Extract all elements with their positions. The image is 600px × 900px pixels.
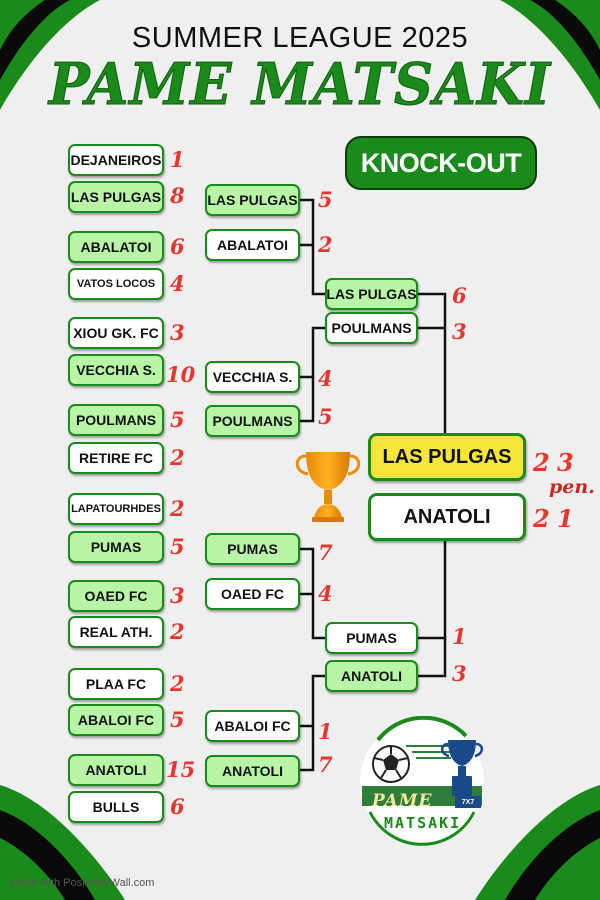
r2-team-3: VECCHIA S. [205, 361, 300, 393]
r1-team-7: POULMANS [68, 404, 164, 436]
r1-team-14: ABALOI FC [68, 704, 164, 736]
sf-score-4: 3 [452, 661, 467, 686]
logo-7x7-badge: 7X7 [455, 796, 481, 808]
r2-score-5: 7 [318, 540, 333, 565]
r1-score-9: 2 [170, 496, 185, 521]
r1-team-12: REAL ATH. [68, 616, 164, 648]
league-subtitle: SUMMER LEAGUE 2025 [131, 22, 469, 54]
r1-score-11: 3 [170, 583, 185, 608]
r1-team-2: LAS PULGAS [68, 181, 164, 213]
r2-score-2: 2 [318, 232, 333, 257]
final-team-2: ANATOLI [368, 493, 526, 541]
r1-team-5: XIOU GK. FC [68, 317, 164, 349]
r1-score-14: 5 [170, 707, 185, 732]
sf-score-3: 1 [452, 624, 467, 649]
r1-score-4: 4 [170, 271, 185, 296]
trophy-icon [295, 452, 361, 522]
r2-team-4: POULMANS [205, 405, 300, 437]
sf-score-2: 3 [452, 319, 467, 344]
r1-team-3: ABALATOI [68, 231, 164, 263]
logo-text-pame: PAME [372, 791, 433, 811]
r1-team-15: ANATOLI [68, 754, 164, 786]
final-score-2: 2 [533, 504, 550, 533]
r1-score-16: 6 [170, 794, 185, 819]
r2-team-1: LAS PULGAS [205, 184, 300, 216]
corner-decoration-top-right [500, 0, 600, 110]
r1-team-6: VECCHIA S. [68, 354, 164, 386]
r1-score-2: 8 [170, 183, 185, 208]
r1-score-5: 3 [170, 320, 185, 345]
r2-score-3: 4 [318, 366, 333, 391]
pame-matsaki-logo [360, 716, 484, 846]
r1-score-8: 2 [170, 445, 185, 470]
corner-decoration-bottom-right [475, 785, 600, 900]
corner-decoration-bottom-left [0, 785, 125, 900]
final-pen-score-2: 1 [557, 504, 574, 533]
penalties-label: pen. [549, 476, 595, 498]
sf-team-3: PUMAS [325, 622, 418, 654]
r2-score-7: 1 [318, 719, 333, 744]
r1-team-8: RETIRE FC [68, 442, 164, 474]
corner-decoration-top-left [0, 0, 100, 110]
r1-team-1: DEJANEIROS [68, 144, 164, 176]
r1-score-12: 2 [170, 619, 185, 644]
r1-score-15: 15 [166, 757, 196, 782]
poster-title: PAME MATSAKI [48, 50, 552, 118]
r1-score-3: 6 [170, 234, 185, 259]
footer-credit: Made with PosterMyWall.com [10, 877, 155, 889]
knockout-badge: KNOCK-OUT [345, 136, 537, 190]
final-pen-score-1: 3 [557, 448, 574, 477]
final-team-1: LAS PULGAS [368, 433, 526, 481]
r1-team-10: PUMAS [68, 531, 164, 563]
r2-score-8: 7 [318, 752, 333, 777]
r1-team-4: VATOS LOCOS [68, 268, 164, 300]
r2-team-5: PUMAS [205, 533, 300, 565]
r2-team-8: ANATOLI [205, 755, 300, 787]
r1-team-13: PLAA FC [68, 668, 164, 700]
logo-text-matsaki: MATSAKI [384, 814, 462, 832]
r1-score-7: 5 [170, 407, 185, 432]
r1-team-16: BULLS [68, 791, 164, 823]
r1-team-11: OAED FC [68, 580, 164, 612]
final-score-1: 2 [533, 448, 550, 477]
sf-team-1: LAS PULGAS [325, 278, 418, 310]
r2-team-7: ABALOI FC [205, 710, 300, 742]
r1-score-1: 1 [170, 147, 185, 172]
r1-score-13: 2 [170, 671, 185, 696]
r2-score-1: 5 [318, 187, 333, 212]
r1-score-6: 10 [166, 362, 196, 387]
sf-score-1: 6 [452, 283, 467, 308]
sf-team-2: POULMANS [325, 312, 418, 344]
r2-score-4: 5 [318, 404, 333, 429]
r1-score-10: 5 [170, 534, 185, 559]
r2-team-6: OAED FC [205, 578, 300, 610]
r2-team-2: ABALATOI [205, 229, 300, 261]
sf-team-4: ANATOLI [325, 660, 418, 692]
r2-score-6: 4 [318, 581, 333, 606]
r1-team-9: LAPATOURHDES [68, 493, 164, 525]
